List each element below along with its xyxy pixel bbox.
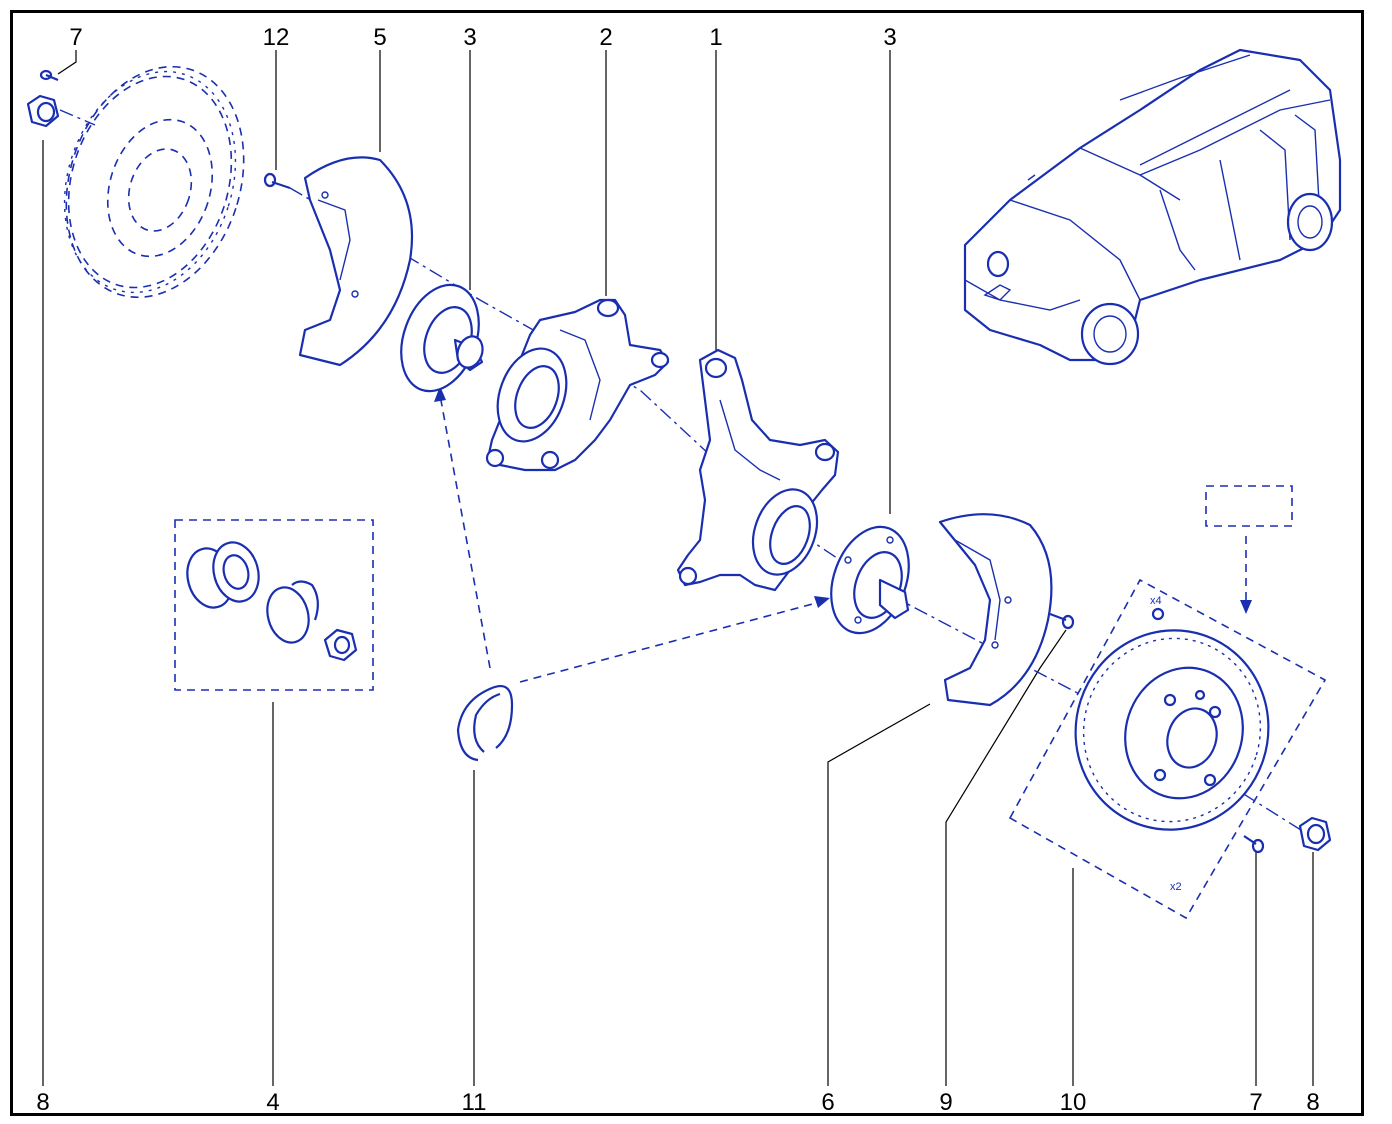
callout-1: 1 (709, 24, 722, 51)
callout-11: 11 (462, 1089, 487, 1116)
bearing-kit-4 (174, 519, 374, 691)
ghost-brake-disc (63, 65, 245, 299)
callout-9: 9 (939, 1089, 952, 1116)
screw-9-icon (1049, 612, 1075, 630)
reference-box (1205, 485, 1293, 527)
splash-shield-5 (298, 156, 414, 367)
hub-nut-icon (26, 94, 60, 128)
callout-3-right: 3 (883, 24, 896, 51)
callout-3-left: 3 (463, 24, 476, 51)
callout-8-left: 8 (36, 1089, 49, 1116)
quantity-x4: x4 (1150, 595, 1162, 607)
steering-knuckle-2 (485, 298, 670, 472)
leader-lines (42, 50, 1314, 1086)
snap-ring-11 (456, 684, 514, 762)
callout-labels: 7 12 5 3 2 1 3 8 4 11 6 9 10 7 8 (36, 24, 1319, 1116)
callout-8-right: 8 (1306, 1089, 1319, 1116)
screw-12-icon (263, 172, 291, 190)
brake-disc-kit-10: x4 x2 (1008, 578, 1327, 920)
steering-knuckle-1 (676, 348, 840, 592)
guide-arrows (434, 386, 1252, 683)
hub-nut-8-icon (1298, 816, 1332, 852)
callout-5: 5 (373, 24, 386, 51)
hub-bearing-3-left (400, 283, 484, 393)
callout-10: 10 (1060, 1089, 1087, 1116)
hub-bearing-3-right (830, 525, 910, 635)
callout-7-bottom: 7 (1249, 1089, 1262, 1116)
callout-6: 6 (821, 1089, 834, 1116)
screw-7-icon (1243, 835, 1265, 854)
callout-7-top: 7 (69, 24, 82, 51)
screw-icon (39, 69, 59, 82)
callout-12: 12 (263, 24, 290, 51)
splash-shield-6 (938, 513, 1053, 707)
callout-4: 4 (266, 1089, 279, 1116)
vehicle-illustration (963, 48, 1342, 366)
diagram-frame (10, 10, 1364, 1116)
quantity-x2: x2 (1170, 881, 1182, 893)
callout-2: 2 (599, 24, 612, 51)
